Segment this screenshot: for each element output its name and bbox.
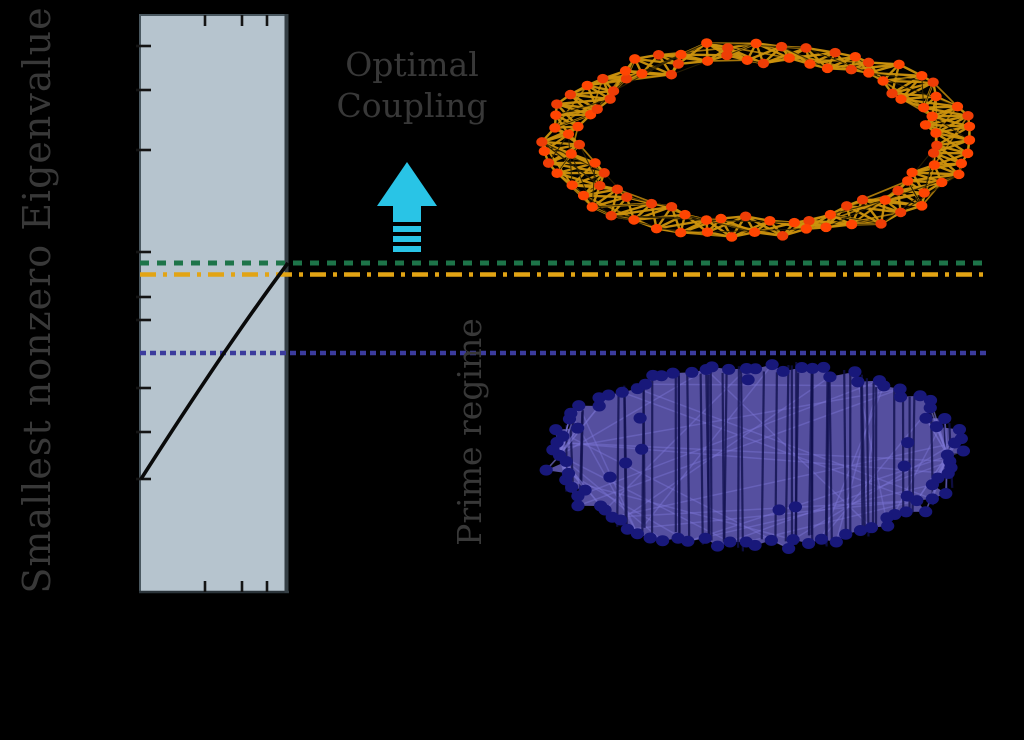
optimal-coupling-label: Optimal Coupling [336, 45, 488, 126]
eigenvalue-curve [139, 261, 290, 480]
shaded-region [139, 14, 289, 594]
axis-ticks [136, 15, 269, 592]
blob-network [539, 359, 971, 555]
y-axis-label: Smallest nonzero Eigenvalue [15, 6, 59, 594]
prime-regime-label: Prime regime [450, 318, 489, 546]
ring-network [536, 38, 976, 242]
up-arrow-icon [377, 162, 437, 252]
